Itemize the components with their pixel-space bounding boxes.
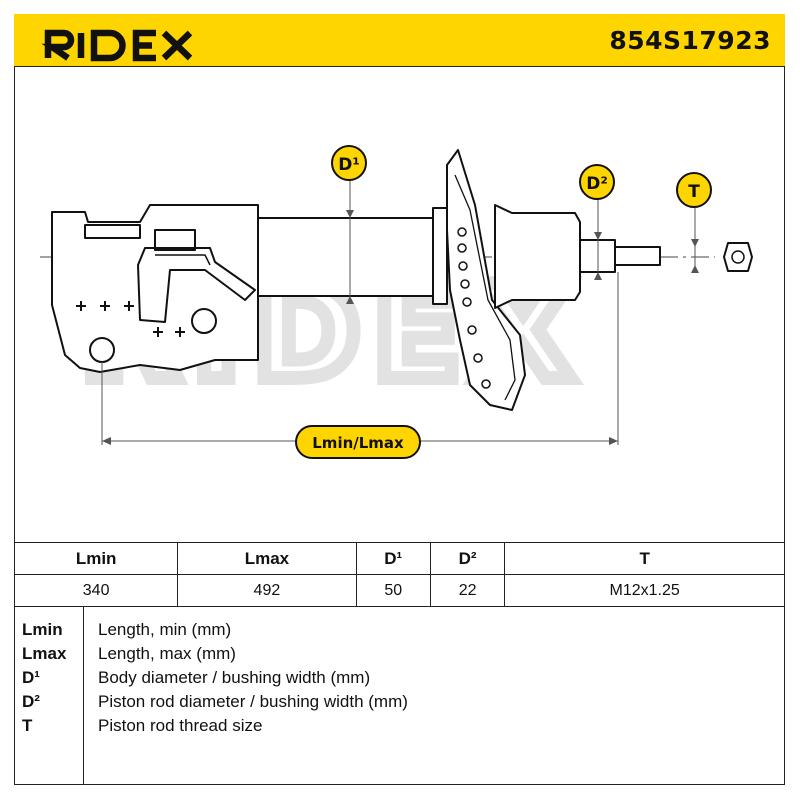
bracket-hole [191, 308, 217, 334]
legend-key: Lmin [22, 620, 63, 639]
legend-desc: Piston rod diameter / bushing width (mm) [98, 692, 408, 711]
mounting-bracket [51, 204, 259, 373]
header-bar: 854S17923 [14, 14, 785, 67]
svg-text:Lmin/Lmax: Lmin/Lmax [312, 434, 404, 452]
svg-text:D¹: D¹ [338, 155, 360, 175]
spec-header-row: Lmin Lmax D¹ D² T [13, 542, 785, 575]
spec-header: D¹ [355, 542, 431, 575]
spec-value: M12x1.25 [504, 574, 785, 607]
svg-text:D²: D² [586, 174, 608, 194]
spec-header: D² [429, 542, 506, 575]
ridex-logo [41, 29, 193, 62]
spring-seat-plate [446, 149, 526, 411]
legend-key: T [22, 716, 33, 735]
legend: Lmin Length, min (mm) Lmax Length, max (… [14, 606, 785, 785]
length-label-badge: Lmin/Lmax [295, 425, 421, 459]
legend-desc: Length, min (mm) [98, 620, 232, 639]
top-cap [494, 204, 581, 309]
spec-value-row: 340 492 50 22 M12x1.25 [13, 574, 785, 607]
shock-absorber-diagram: RIDEX [40, 145, 753, 459]
part-number: 854S17923 [609, 26, 771, 55]
bracket-clip [137, 247, 256, 323]
legend-key: Lmax [22, 644, 67, 663]
spec-table: Lmin Lmax D¹ D² T 340 492 50 22 M12x1.25 [13, 542, 785, 607]
bracket-bolt-marks [76, 301, 185, 337]
legend-key: D² [22, 692, 40, 711]
spring-seat-holes [457, 227, 491, 389]
spec-value: 492 [177, 574, 357, 607]
legend-desc: Body diameter / bushing width (mm) [98, 668, 371, 687]
svg-text:T: T [688, 182, 700, 202]
bracket-tab [154, 229, 196, 251]
spec-value: 22 [429, 574, 506, 607]
nut [723, 242, 753, 272]
spec-value: 340 [13, 574, 179, 607]
t-label-badge: T [676, 172, 712, 208]
spec-header: Lmin [13, 542, 179, 575]
spring-seat-collar [432, 207, 448, 305]
rod-thread [614, 246, 661, 266]
legend-divider [83, 606, 84, 785]
spec-header: Lmax [177, 542, 357, 575]
d2-label-badge: D² [579, 164, 615, 200]
d1-label-badge: D¹ [331, 145, 367, 181]
shock-body [257, 217, 434, 297]
bracket-slot [84, 224, 141, 239]
spec-header: T [504, 542, 785, 575]
legend-key: D¹ [22, 668, 40, 687]
legend-desc: Piston rod thread size [98, 716, 263, 735]
spec-value: 50 [355, 574, 431, 607]
legend-desc: Length, max (mm) [98, 644, 236, 663]
